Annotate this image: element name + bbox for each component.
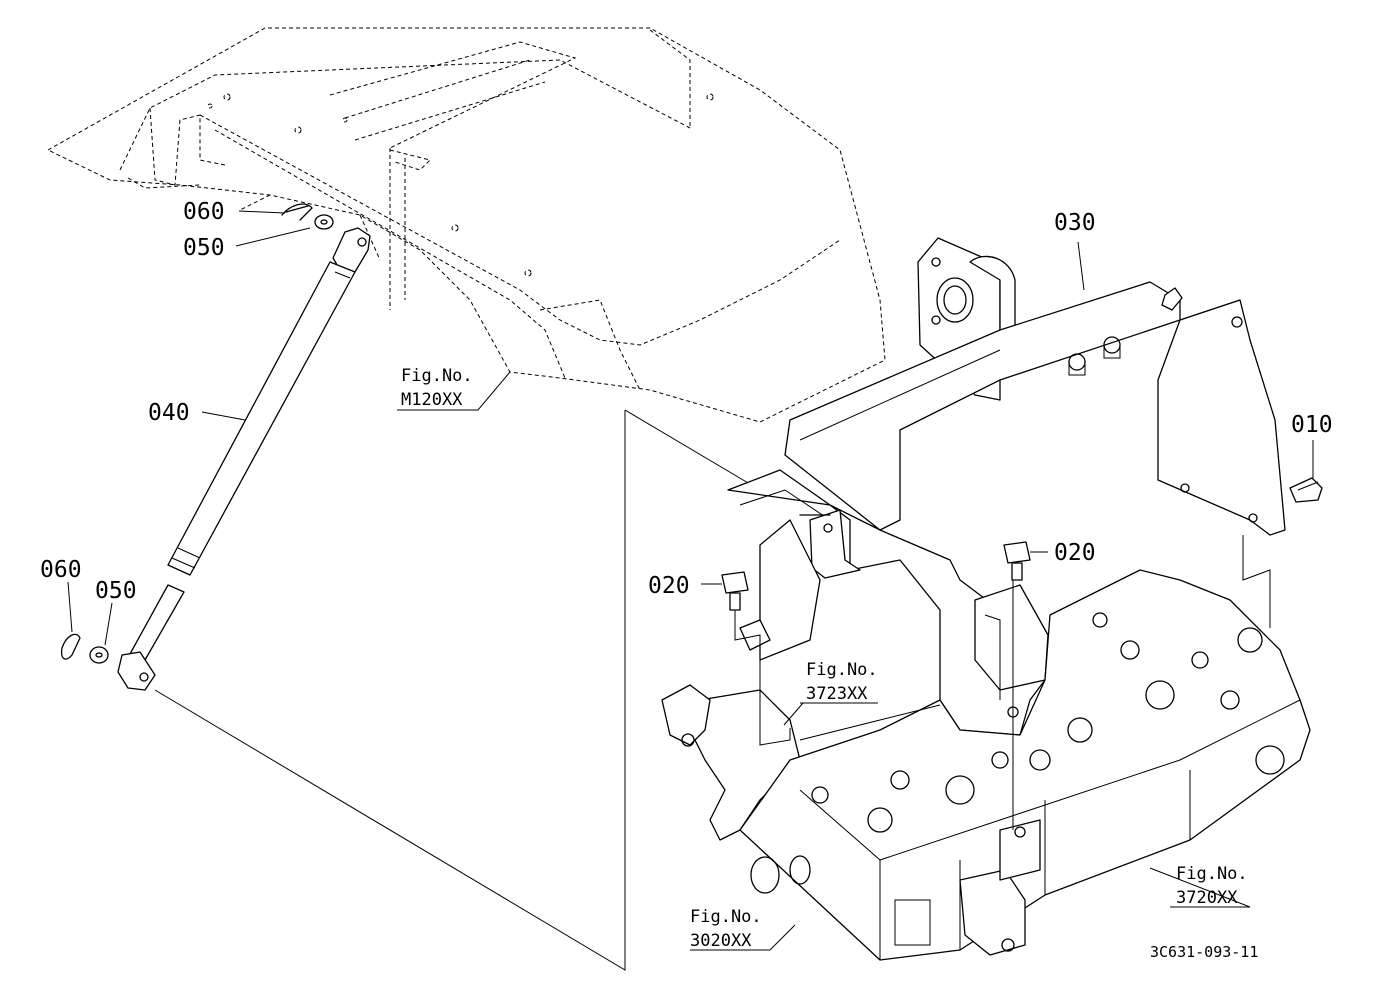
clip-bottom — [60, 633, 81, 660]
part-label-050-bottom: 050 — [95, 578, 137, 604]
figref-3723-line1: Fig.No. — [806, 660, 878, 680]
part-label-010: 010 — [1291, 412, 1333, 438]
part-label-050-top: 050 — [183, 235, 225, 261]
washer-bottom — [89, 646, 109, 664]
mounting-bracket — [727, 237, 1286, 736]
figref-3723-line2: 3723XX — [806, 684, 868, 704]
drawing-code: 3C631-093-11 — [1150, 943, 1258, 961]
bolt-020-left — [721, 571, 749, 611]
bolt-010 — [1289, 477, 1323, 503]
clip-top — [281, 203, 313, 221]
figref-m120-line2: M120XX — [401, 390, 463, 410]
part-label-020-left: 020 — [648, 573, 690, 599]
figref-m120-line1: Fig.No. — [401, 366, 473, 386]
part-label-030: 030 — [1054, 210, 1096, 236]
figref-3720-line1: Fig.No. — [1176, 864, 1248, 884]
part-label-060-bottom: 060 — [40, 557, 82, 583]
part-label-020-center: 020 — [1054, 540, 1096, 566]
hood-outline — [46, 27, 886, 423]
figref-3720-line2: 3720XX — [1176, 888, 1238, 908]
bolt-020-center — [1003, 541, 1031, 581]
leader-lines — [67, 210, 1314, 951]
figref-3020-line2: 3020XX — [690, 931, 752, 951]
gas-spring — [117, 227, 371, 691]
side-panel-outline — [154, 409, 761, 971]
washer-top — [314, 214, 334, 230]
guide-lines — [734, 535, 1271, 830]
part-label-040: 040 — [148, 400, 190, 426]
part-label-060-top: 060 — [183, 199, 225, 225]
cylinder-head — [661, 569, 1311, 961]
figref-3020-line1: Fig.No. — [690, 907, 762, 927]
